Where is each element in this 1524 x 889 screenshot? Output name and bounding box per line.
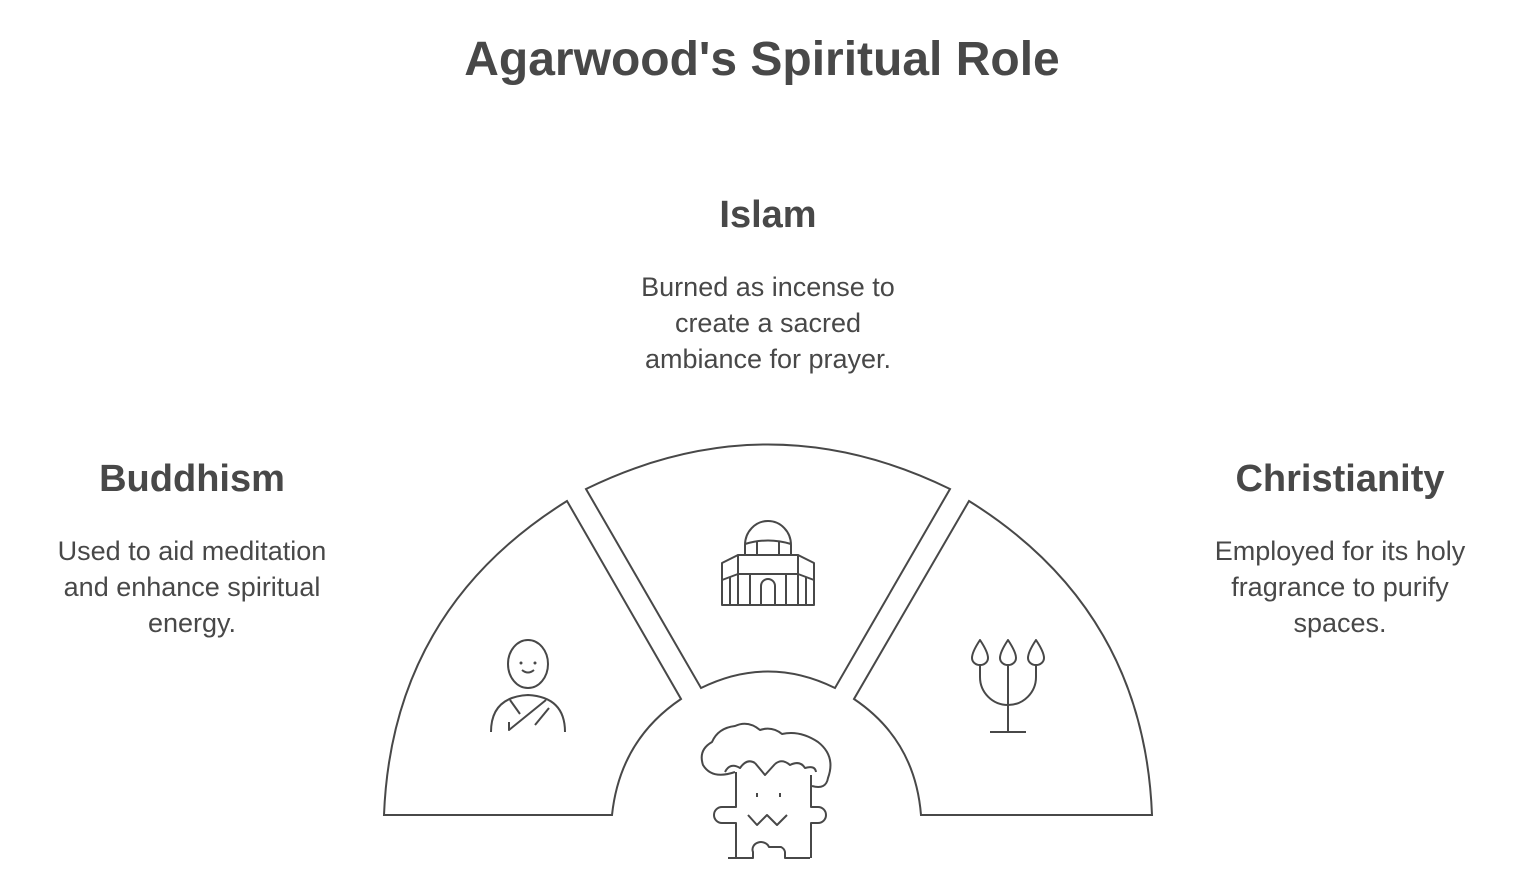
diagram-title: Agarwood's Spiritual Role (464, 33, 1060, 86)
candelabra-icon (971, 639, 1045, 733)
buddhism-heading: Buddhism (99, 458, 285, 500)
monk-icon (490, 639, 566, 733)
christianity-heading: Christianity (1235, 458, 1445, 500)
buddhism-text-block: Buddhism Used to aid meditation and enha… (12, 457, 372, 641)
christianity-description: Employed for its holy fragrance to purif… (1214, 536, 1466, 638)
buddhism-description: Used to aid meditation and enhance spiri… (57, 536, 327, 638)
agarwood-tree-icon (700, 722, 832, 859)
islam-description: Burned as incense to create a sacred amb… (641, 272, 895, 374)
christianity-text-block: Christianity Employed for its holy fragr… (1160, 457, 1520, 641)
islam-segment (584, 443, 952, 690)
islam-heading: Islam (719, 194, 817, 236)
islam-text-block: Islam Burned as incense to create a sacr… (568, 193, 968, 377)
buddhism-segment (382, 499, 683, 816)
mosque-icon (721, 520, 815, 606)
christianity-segment (852, 499, 1154, 816)
